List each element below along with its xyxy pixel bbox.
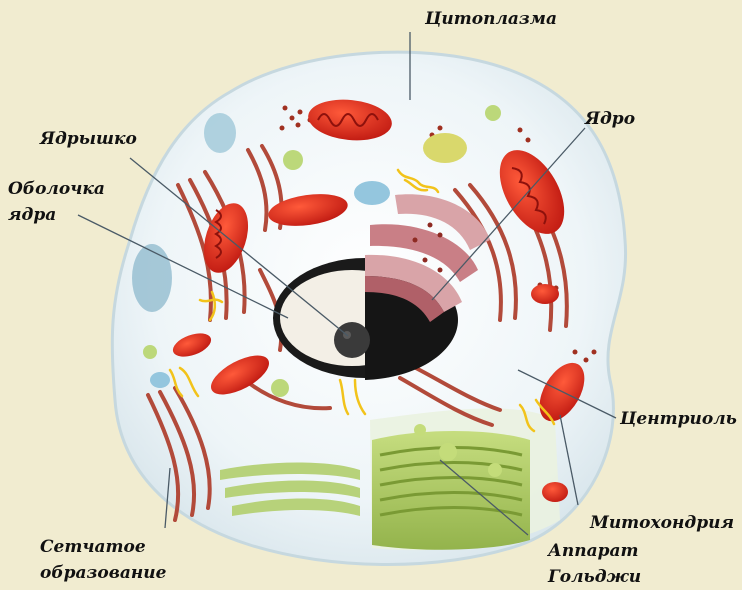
- label-cytoplasm: Цитоплазма: [425, 8, 557, 30]
- label-envelope-line2: ядра: [8, 204, 56, 226]
- nucleolus: [334, 322, 370, 358]
- vacuole-blue-left: [132, 244, 172, 312]
- mitochondrion-small-right: [531, 284, 559, 304]
- vacuole-blue-small: [150, 372, 170, 388]
- vacuole-blue-mid: [354, 181, 390, 205]
- label-mitochondrion: Митохондрия: [590, 512, 734, 534]
- golgi-vesicle: [439, 443, 457, 461]
- vesicle-yellow: [423, 133, 467, 163]
- vesicle-green-2: [485, 105, 501, 121]
- vacuole-blue-top: [204, 113, 236, 153]
- vesicle-green-3: [271, 379, 289, 397]
- label-nucleolus: Ядрышко: [40, 128, 137, 150]
- label-reticulum-line2: образование: [40, 562, 166, 584]
- golgi-vesicle: [414, 424, 426, 436]
- label-envelope-line1: Оболочка: [8, 178, 105, 200]
- label-reticulum-line1: Сетчатое: [40, 536, 146, 558]
- golgi-vesicle: [488, 463, 502, 477]
- mitochondrion-bottom: [542, 482, 568, 502]
- label-golgi-line2: Гольджи: [548, 566, 641, 588]
- label-centriole: Центриоль: [620, 408, 737, 430]
- vesicle-green-1: [283, 150, 303, 170]
- label-nucleus: Ядро: [585, 108, 635, 130]
- vesicle-green-4: [143, 345, 157, 359]
- label-golgi-line1: Аппарат: [548, 540, 638, 562]
